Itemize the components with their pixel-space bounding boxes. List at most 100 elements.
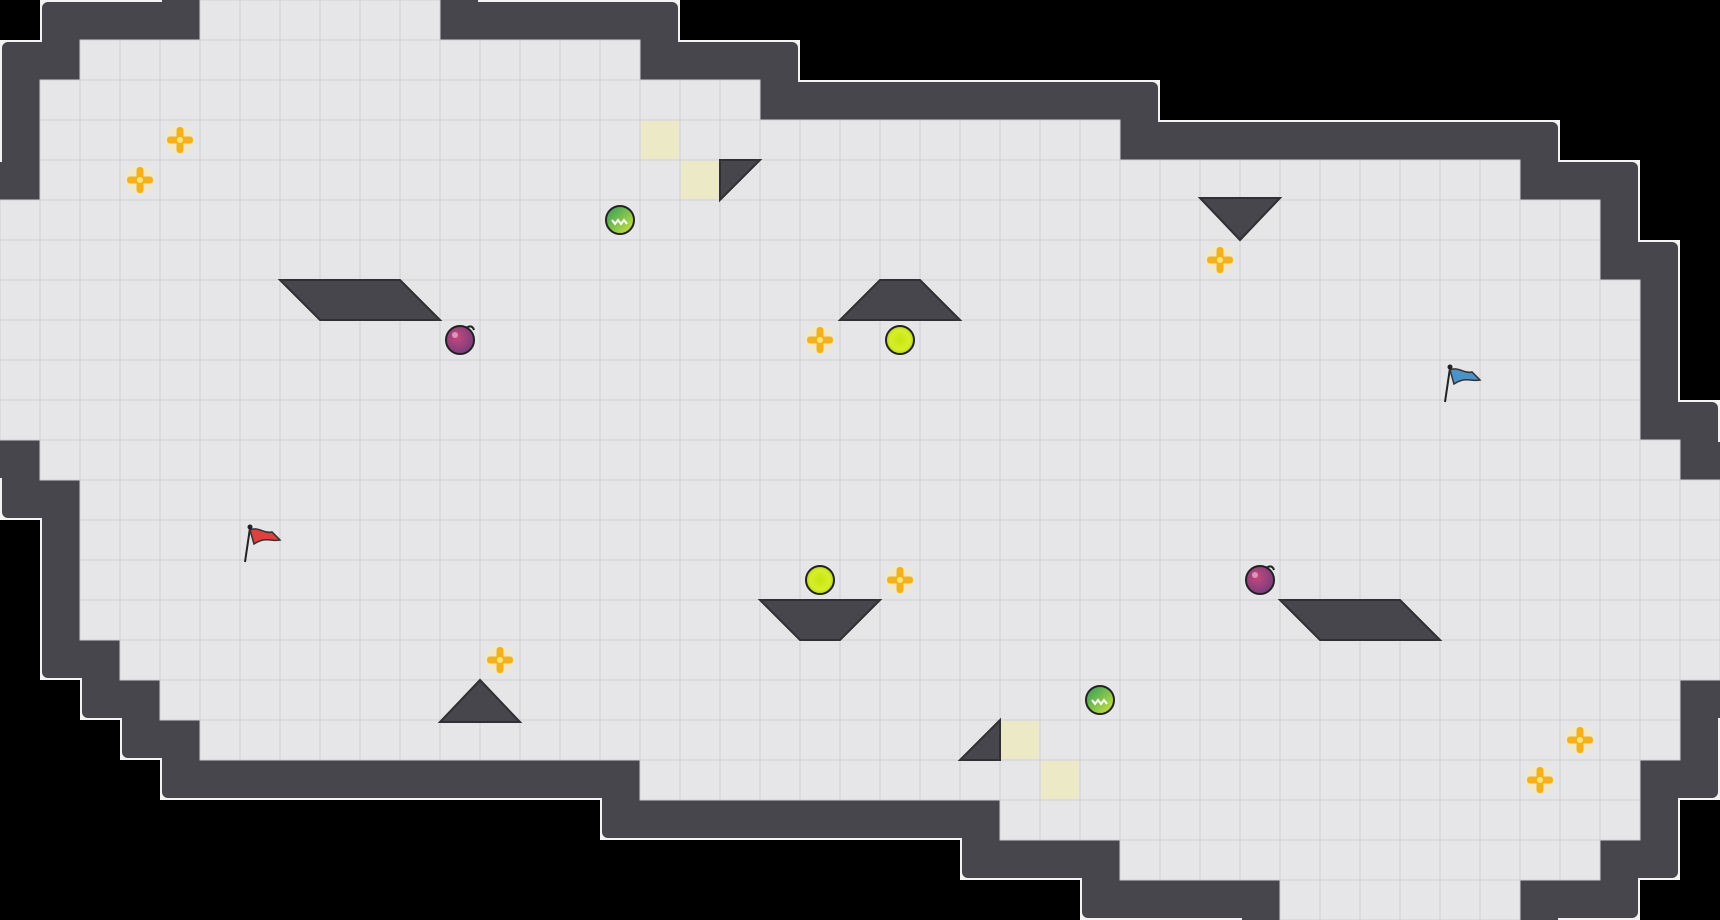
bomb-icon[interactable]	[1245, 565, 1275, 595]
floor-tile	[1119, 679, 1161, 721]
floor-tile	[759, 439, 801, 481]
floor-tile	[1399, 319, 1441, 361]
floor-tile	[1319, 319, 1361, 361]
floor-tile	[679, 239, 721, 281]
floor-tile	[599, 719, 641, 761]
powerup-icon[interactable]	[126, 166, 154, 194]
floor-tile	[999, 799, 1041, 841]
floor-tile	[879, 679, 921, 721]
floor-tile	[759, 559, 801, 601]
floor-tile	[1639, 559, 1681, 601]
floor-tile	[1119, 599, 1161, 641]
floor-tile	[999, 439, 1041, 481]
powerup-core	[1537, 777, 1543, 783]
bomb-shine	[452, 332, 458, 338]
floor-tile	[919, 359, 961, 401]
blue-flag-icon[interactable]	[1444, 364, 1482, 403]
floor-tile	[279, 679, 321, 721]
floor-tile	[879, 759, 921, 801]
floor-tile	[1199, 279, 1241, 321]
floor-tile	[999, 159, 1041, 201]
floor-tile	[1399, 639, 1441, 681]
floor-tile	[799, 519, 841, 561]
floor-tile	[919, 199, 961, 241]
floor-tile	[1159, 639, 1201, 681]
floor-tile	[919, 239, 961, 281]
floor-tile	[119, 639, 161, 681]
floor-tile	[839, 679, 881, 721]
floor-tile	[319, 719, 361, 761]
floor-tile	[359, 439, 401, 481]
bomb-icon[interactable]	[445, 325, 475, 355]
floor-tile	[359, 159, 401, 201]
floor-tile	[279, 199, 321, 241]
powerup-icon[interactable]	[806, 326, 834, 354]
floor-tile	[159, 599, 201, 641]
floor-tile	[1439, 599, 1481, 641]
floor-tile	[0, 359, 41, 401]
floor-tile	[919, 119, 961, 161]
boost-icon[interactable]	[885, 325, 915, 355]
floor-tile	[279, 559, 321, 601]
floor-tile	[679, 719, 721, 761]
floor-tile	[1119, 639, 1161, 681]
floor-tile	[399, 439, 441, 481]
powerup-icon[interactable]	[886, 566, 914, 594]
floor-tile	[799, 399, 841, 441]
floor-tile	[199, 79, 241, 121]
powerup-icon[interactable]	[166, 126, 194, 154]
floor-tile	[639, 519, 681, 561]
powerup-icon[interactable]	[1526, 766, 1554, 794]
floor-tile	[279, 439, 321, 481]
powerup-icon[interactable]	[1206, 246, 1234, 274]
floor-tile	[599, 39, 641, 81]
floor-tile	[239, 239, 281, 281]
floor-tile	[1599, 679, 1641, 721]
floor-tile	[1279, 159, 1321, 201]
powerup-icon[interactable]	[1566, 726, 1594, 754]
floor-tile	[1159, 239, 1201, 281]
floor-tile	[1559, 279, 1601, 321]
floor-tile	[599, 279, 641, 321]
floor-tile	[999, 239, 1041, 281]
floor-tile	[519, 199, 561, 241]
floor-tile	[119, 599, 161, 641]
gate-icon[interactable]	[1085, 685, 1115, 715]
floor-tile	[1639, 639, 1681, 681]
floor-tile	[879, 359, 921, 401]
speed-tile	[1001, 721, 1039, 759]
floor-tile	[319, 359, 361, 401]
floor-tile	[1239, 479, 1281, 521]
floor-tile	[79, 239, 121, 281]
floor-tile	[119, 359, 161, 401]
floor-tile	[799, 439, 841, 481]
floor-tile	[399, 479, 441, 521]
floor-tile	[39, 399, 81, 441]
floor-tile	[959, 559, 1001, 601]
floor-tile	[1359, 239, 1401, 281]
floor-tile	[1639, 439, 1681, 481]
floor-tile	[719, 759, 761, 801]
powerup-icon[interactable]	[486, 646, 514, 674]
floor-tile	[319, 159, 361, 201]
floor-tile	[919, 719, 961, 761]
floor-tile	[959, 519, 1001, 561]
floor-tile	[319, 199, 361, 241]
floor-tile	[39, 319, 81, 361]
boost-icon[interactable]	[805, 565, 835, 595]
floor-tile	[1679, 519, 1720, 561]
floor-tile	[879, 199, 921, 241]
speed-tile	[641, 121, 679, 159]
floor-tile	[759, 359, 801, 401]
floor-tile	[599, 119, 641, 161]
floor-tile	[639, 79, 681, 121]
floor-tile	[1639, 599, 1681, 641]
floor-tile	[1199, 439, 1241, 481]
gate-icon[interactable]	[605, 205, 635, 235]
floor-tile	[279, 639, 321, 681]
red-flag-icon[interactable]	[244, 524, 282, 563]
floor-tile	[719, 439, 761, 481]
floor-tile	[839, 439, 881, 481]
floor-tile	[1439, 639, 1481, 681]
floor-tile	[1039, 199, 1081, 241]
